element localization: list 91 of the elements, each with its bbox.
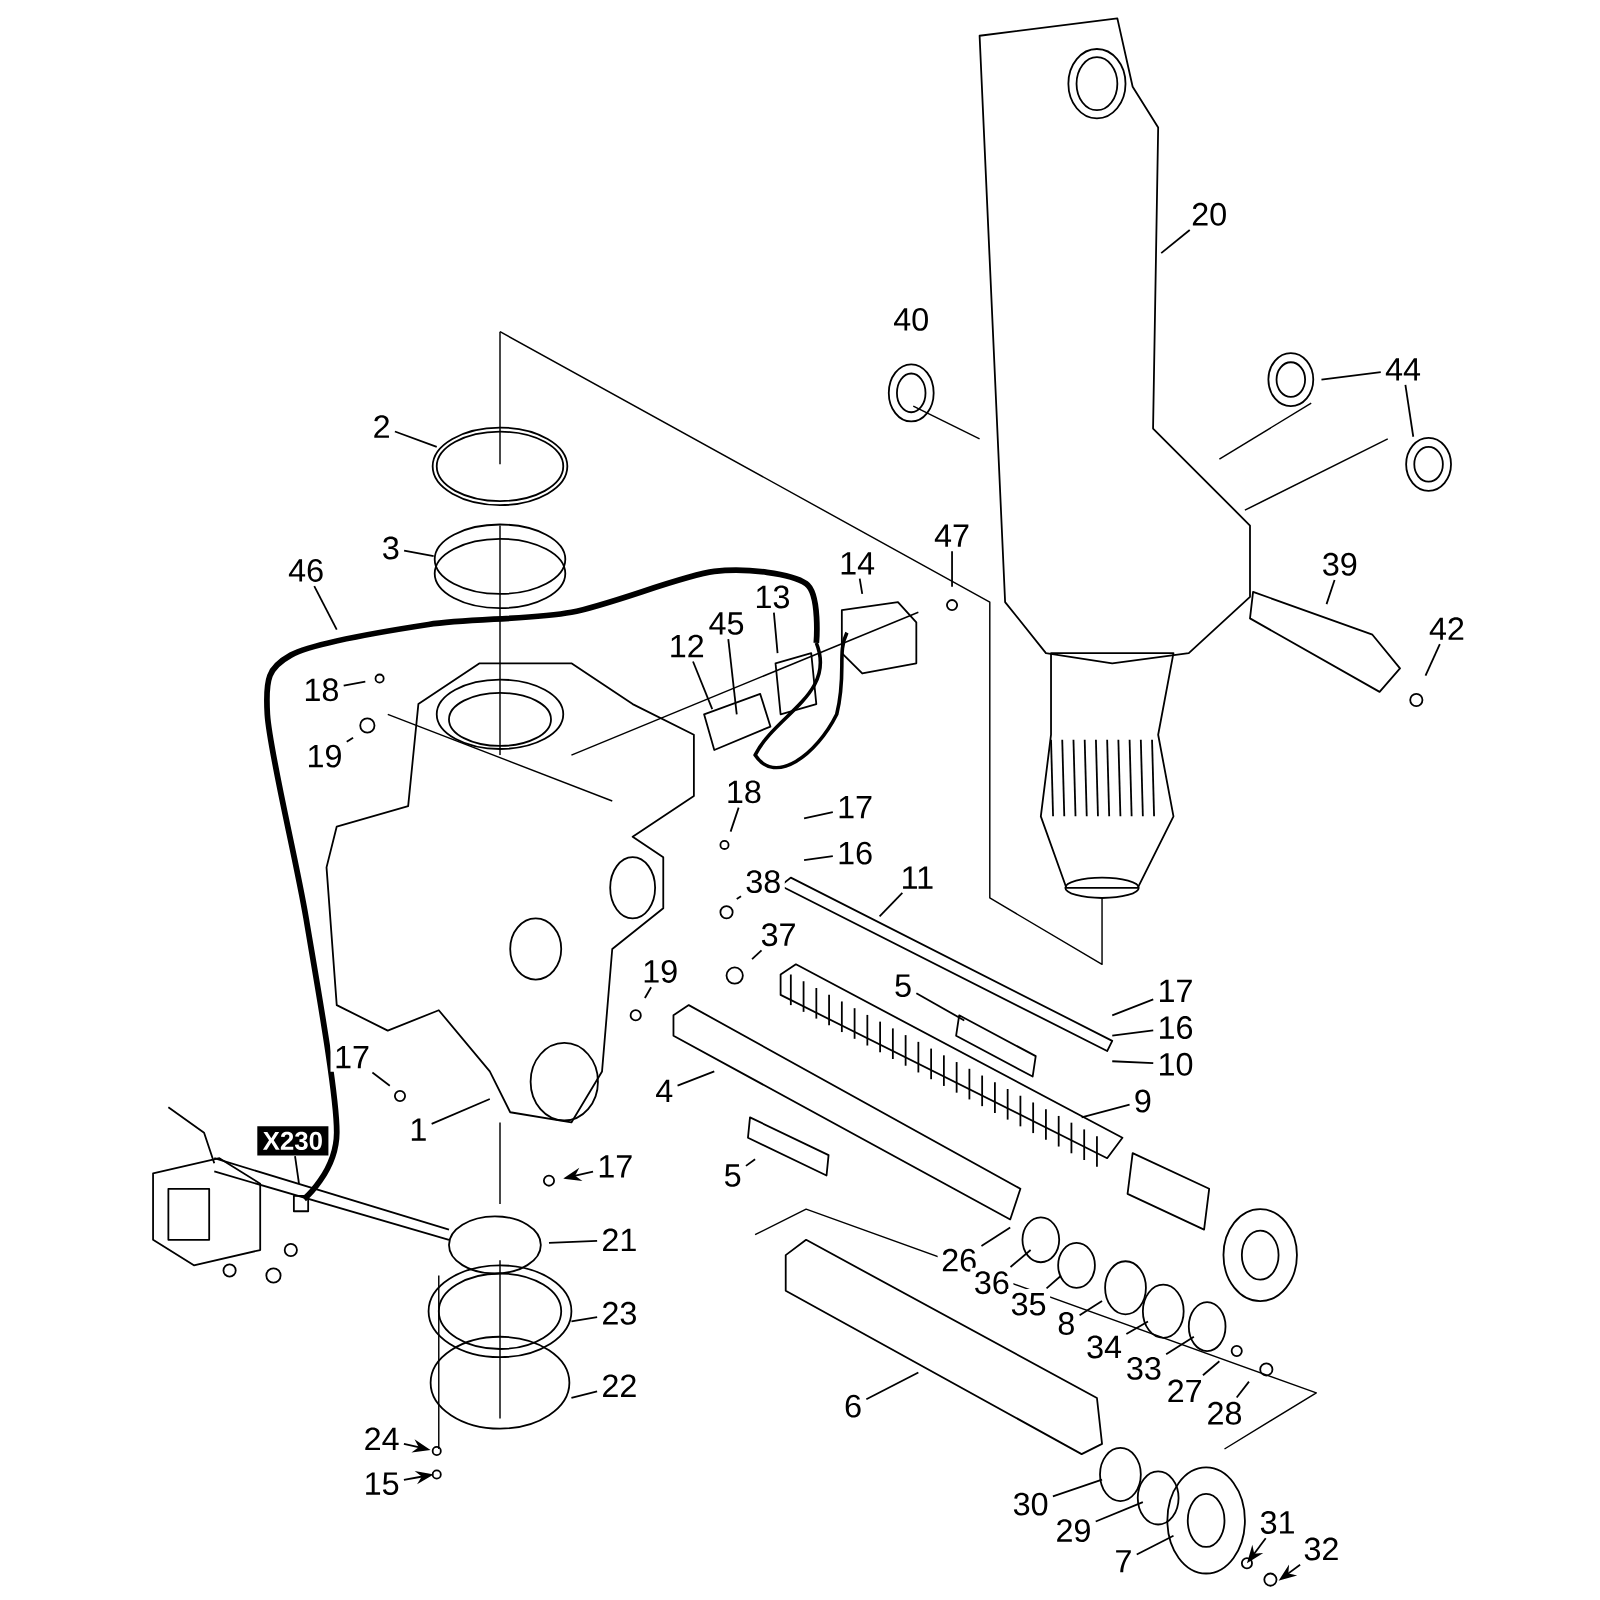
callout-number: 30 bbox=[1009, 1489, 1053, 1520]
callout-number: 5 bbox=[720, 1160, 746, 1191]
leader-line bbox=[1235, 1380, 1250, 1399]
leader-line bbox=[858, 577, 864, 595]
leader-line bbox=[980, 1226, 1012, 1247]
leader-line bbox=[751, 949, 763, 961]
leader-line bbox=[345, 736, 354, 743]
callout-number: 2 bbox=[369, 411, 395, 442]
callout-number: 16 bbox=[1153, 1012, 1198, 1043]
callout-number: 24 bbox=[360, 1423, 404, 1454]
callout-number: 6 bbox=[840, 1391, 866, 1422]
callout-number: 42 bbox=[1425, 613, 1469, 644]
callout-number: 14 bbox=[835, 548, 879, 578]
callout-number: 15 bbox=[360, 1468, 404, 1499]
callout-number: 44 bbox=[1381, 354, 1425, 385]
leader-line bbox=[1404, 383, 1415, 438]
callout-number: 17 bbox=[593, 1151, 637, 1182]
leader-line bbox=[1111, 998, 1155, 1017]
callout-number: 31 bbox=[1256, 1507, 1300, 1538]
callout-number: 10 bbox=[1153, 1049, 1198, 1080]
leader-line bbox=[342, 680, 367, 687]
leader-line bbox=[735, 895, 742, 900]
callout-number: 19 bbox=[638, 956, 682, 987]
leader-line bbox=[1111, 1029, 1155, 1037]
callout-number: 17 bbox=[330, 1042, 374, 1072]
callout-number: 18 bbox=[722, 776, 766, 807]
leader-line bbox=[403, 549, 435, 558]
callout-number: 13 bbox=[750, 581, 794, 612]
leader-line bbox=[803, 811, 834, 820]
leader-line bbox=[865, 1371, 920, 1401]
callout-number: 16 bbox=[833, 838, 877, 869]
leader-line bbox=[803, 855, 834, 862]
leader-line bbox=[570, 1316, 599, 1323]
callout-number: 20 bbox=[1187, 199, 1231, 230]
leader-line bbox=[294, 1155, 300, 1185]
callout-number: 46 bbox=[284, 555, 328, 586]
leader-line bbox=[1424, 643, 1441, 677]
callout-number: 22 bbox=[597, 1370, 641, 1401]
leader-line bbox=[313, 585, 338, 631]
leader-line bbox=[1052, 1478, 1103, 1498]
leader-line bbox=[676, 1070, 716, 1087]
callout-number: 17 bbox=[1153, 976, 1198, 1006]
leader-line bbox=[1094, 1501, 1144, 1523]
leader-line bbox=[1009, 1249, 1032, 1268]
leader-line bbox=[394, 430, 438, 448]
callout-number: 47 bbox=[930, 521, 974, 551]
callout-number: 35 bbox=[1007, 1289, 1051, 1320]
leader-line bbox=[1125, 1320, 1149, 1335]
callout-number: 32 bbox=[1299, 1534, 1343, 1564]
leader-line bbox=[644, 986, 653, 999]
callout-number: 38 bbox=[741, 866, 785, 897]
callout-number: 8 bbox=[1053, 1308, 1079, 1339]
callout-number: 4 bbox=[651, 1076, 677, 1106]
leader-line bbox=[1045, 1274, 1063, 1290]
callout-number: 1 bbox=[405, 1114, 431, 1145]
leader-line bbox=[692, 660, 714, 711]
leader-line bbox=[745, 1158, 756, 1167]
callout-number: 40 bbox=[894, 307, 928, 331]
callout-number: 39 bbox=[1318, 549, 1362, 580]
leader-line bbox=[1078, 1300, 1103, 1317]
callout-number: 23 bbox=[597, 1298, 641, 1329]
callout-number: 19 bbox=[302, 741, 347, 772]
callout-number: 5 bbox=[890, 970, 916, 1001]
callout-number: 9 bbox=[1130, 1086, 1156, 1117]
callout-number: 18 bbox=[299, 674, 343, 705]
leader-line bbox=[570, 1390, 599, 1399]
callout-number: 17 bbox=[833, 792, 877, 822]
callout-number: 11 bbox=[897, 862, 938, 893]
leader-line bbox=[773, 611, 779, 654]
leader-line bbox=[915, 992, 966, 1022]
leader-line bbox=[1160, 229, 1191, 254]
connector-tag: X230 bbox=[257, 1126, 329, 1156]
callout-number: 37 bbox=[757, 919, 801, 950]
leader-line bbox=[1320, 371, 1382, 381]
leader-line bbox=[951, 550, 953, 588]
leader-line bbox=[1135, 1534, 1175, 1556]
leader-line bbox=[371, 1071, 391, 1087]
leader-line bbox=[430, 1098, 491, 1125]
leader-line bbox=[1080, 1103, 1131, 1119]
leader-line bbox=[548, 1239, 599, 1244]
leader-line bbox=[1165, 1335, 1195, 1356]
callout-number: 21 bbox=[597, 1224, 641, 1255]
leader-line bbox=[729, 806, 740, 833]
leader-line bbox=[878, 892, 904, 918]
callout-number: 3 bbox=[378, 532, 404, 563]
leader-line bbox=[1111, 1060, 1155, 1065]
callout-number: 7 bbox=[1110, 1546, 1137, 1576]
leader-line bbox=[727, 638, 738, 716]
leader-line bbox=[1325, 579, 1336, 605]
leader-line bbox=[1202, 1360, 1221, 1377]
callout-number: 29 bbox=[1051, 1515, 1095, 1546]
